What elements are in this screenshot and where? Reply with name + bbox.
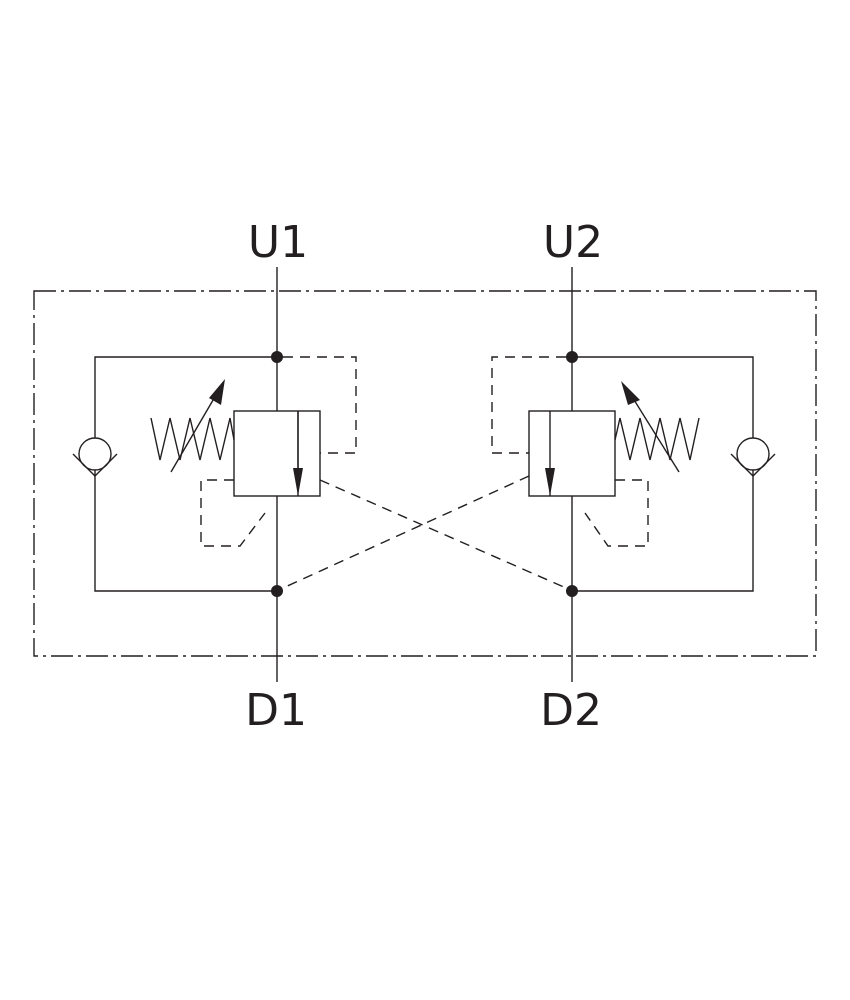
valve-block-outline (33, 290, 817, 657)
check-valve-ball-left-icon (78, 437, 112, 471)
check-valve-seat-left-icon (72, 453, 118, 477)
bypass-line-left (94, 356, 277, 438)
check-valve-ball-right-icon (736, 437, 770, 471)
bypass-line-right-lower (572, 470, 754, 592)
left-valve-circuit (72, 267, 357, 682)
adjust-arrow-right-icon (621, 381, 640, 405)
port-label-u2: U2 (543, 217, 603, 268)
port-label-d1: D1 (245, 685, 307, 736)
pilot-line-left-top (283, 356, 357, 454)
bypass-line-right (572, 356, 754, 438)
adjust-arrow-right-shaft (630, 394, 680, 473)
port-label-u1: U1 (248, 217, 308, 268)
bypass-line-left-lower (94, 470, 277, 592)
pilot-line-right-drain (584, 479, 649, 547)
adjust-arrow-left-shaft (170, 394, 217, 473)
check-valve-seat-right-icon (730, 453, 776, 477)
right-valve-circuit (491, 267, 776, 682)
cross-pilot-line-left-to-right (319, 479, 567, 589)
flow-arrow-head-right-icon (545, 468, 555, 496)
spring-right-icon (614, 417, 700, 461)
adjust-arrow-left-icon (209, 379, 225, 405)
spring-left-icon (150, 417, 235, 461)
port-label-d2: D2 (540, 685, 602, 736)
pilot-line-left-drain (200, 479, 266, 547)
relief-valve-body-right (528, 410, 616, 497)
cross-pilot-line-right-to-left (282, 475, 530, 589)
pilot-line-right-top (491, 356, 566, 454)
flow-arrow-head-left-icon (293, 468, 303, 496)
relief-valve-body-left (233, 410, 321, 497)
